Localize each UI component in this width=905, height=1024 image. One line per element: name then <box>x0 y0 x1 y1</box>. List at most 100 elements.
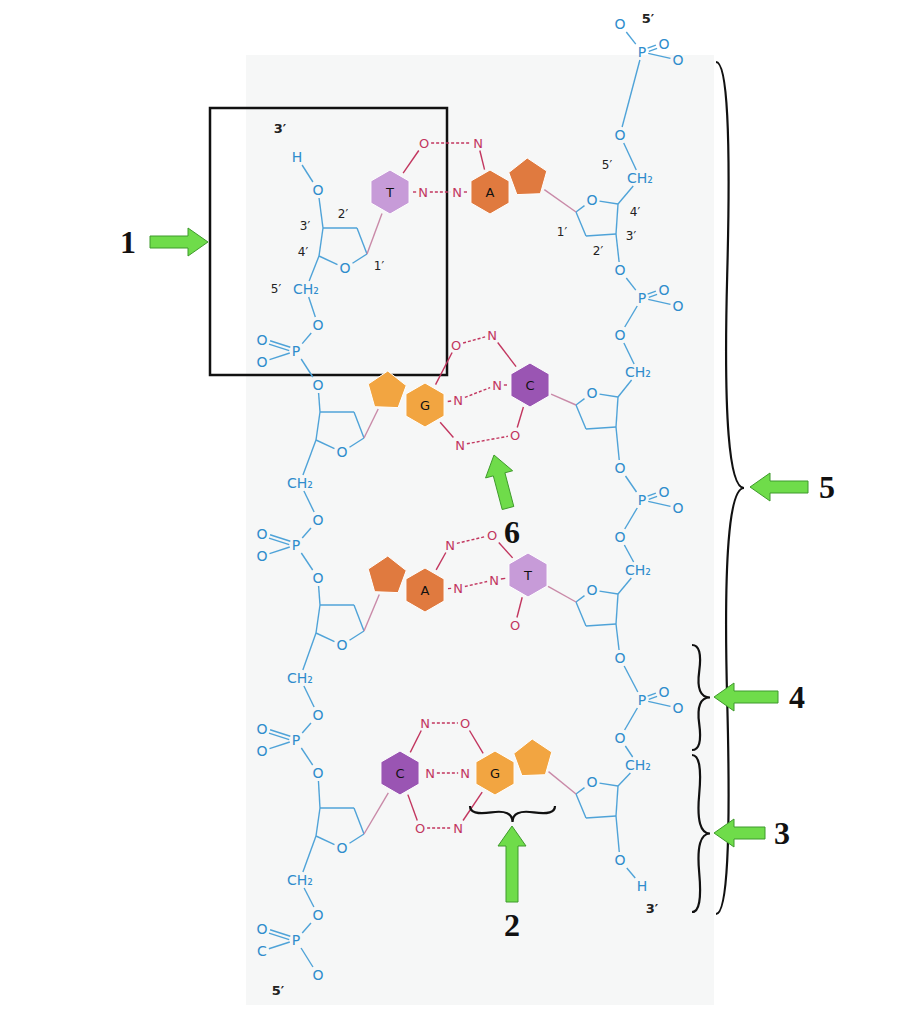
base-bond <box>403 151 419 174</box>
base-letter: C <box>395 767 404 780</box>
atom-label: O <box>672 53 683 67</box>
base-bond <box>436 553 446 570</box>
curly-bracket <box>716 62 744 914</box>
callout-number: 5 <box>819 471 835 503</box>
sugar-ring <box>576 399 584 405</box>
atom-label: O <box>614 263 625 277</box>
base-bond <box>464 191 467 192</box>
glycosidic-bond <box>364 409 378 438</box>
backbone-bond <box>626 32 635 44</box>
carbon-number: 3′ <box>300 220 310 232</box>
atom-label: O <box>336 445 347 459</box>
base-atom: O <box>419 137 429 150</box>
backbone-bond <box>301 553 312 570</box>
pentagon-ring <box>368 371 406 408</box>
base-bond <box>436 353 453 385</box>
glycosidic-bond <box>551 394 576 405</box>
atom-label: O <box>312 318 323 332</box>
base-bond <box>440 422 453 437</box>
hydrogen-bond <box>467 436 508 443</box>
atom-label: O <box>336 638 347 652</box>
atom-label: CH₂ <box>287 476 313 490</box>
base-atom: O <box>415 822 425 835</box>
carbon-number: 2′ <box>593 245 603 257</box>
atom-label: CH₂ <box>287 671 313 685</box>
base-atom: O <box>451 339 461 352</box>
sugar-ring <box>600 783 618 786</box>
backbone-bond <box>309 256 319 281</box>
sugar-ring <box>350 834 364 843</box>
base-atom: N <box>492 379 502 392</box>
base-ring: C <box>378 751 422 795</box>
carbon-number: 4′ <box>630 206 640 218</box>
hydrogen-bond <box>432 722 458 723</box>
base-ring: C <box>508 363 552 407</box>
atom-label: P <box>292 538 300 552</box>
backbone-bond <box>616 234 619 262</box>
base-letter: G <box>420 399 430 412</box>
atom-label: P <box>292 933 300 947</box>
atom-label: O <box>658 283 669 297</box>
sugar-ring <box>316 633 334 642</box>
sugar-ring <box>586 816 616 818</box>
glycosidic-bond <box>364 594 379 631</box>
sugar-ring <box>600 201 618 204</box>
backbone-bond <box>624 143 637 170</box>
double-bond <box>649 48 657 51</box>
hexagon-ring <box>381 751 419 795</box>
sugar-ring <box>319 228 323 256</box>
backbone-bond <box>301 748 312 765</box>
sugar-ring <box>586 624 616 626</box>
backbone-bond <box>302 528 311 538</box>
base-bond <box>463 792 482 820</box>
base-letter: T <box>524 569 532 582</box>
phosphate-bond <box>648 299 670 304</box>
backbone-bond <box>319 393 320 412</box>
hydrogen-bond <box>431 142 471 143</box>
callout-arrow <box>486 455 514 510</box>
carbon-number: 2′ <box>338 208 348 220</box>
atom-label: O <box>658 37 669 51</box>
hexagon-ring <box>406 383 444 427</box>
atom-label: CH₂ <box>625 758 651 772</box>
atom-label: O <box>312 571 323 585</box>
base-bond <box>504 384 507 385</box>
sugar-ring <box>350 438 364 447</box>
base-atom: N <box>452 186 462 199</box>
double-bond <box>648 493 656 496</box>
base-atom: N <box>460 767 470 780</box>
atom-label: O <box>256 527 267 541</box>
atom-label: P <box>638 493 646 507</box>
hexagon-ring <box>406 568 444 612</box>
backbone-bond <box>626 476 637 492</box>
phosphate-bond <box>648 501 670 506</box>
sugar-ring <box>354 412 364 438</box>
base-bond <box>517 407 523 427</box>
backbone-bond <box>302 923 311 933</box>
backbone-bond <box>625 708 638 730</box>
backbone-bond <box>304 686 314 707</box>
base-atom: O <box>510 429 520 442</box>
base-bond <box>470 731 484 754</box>
sugar-ring <box>616 594 618 624</box>
backbone-bond <box>309 297 316 317</box>
double-bond <box>649 294 657 297</box>
base-bond <box>501 578 505 580</box>
double-bond <box>270 341 290 348</box>
sugar-ring <box>350 631 364 640</box>
glycosidic-bond <box>367 214 382 254</box>
base-bond <box>480 151 485 170</box>
backbone-bond <box>301 948 313 967</box>
atom-label: O <box>614 651 625 665</box>
double-bond <box>269 344 289 351</box>
carbon-number: 4′ <box>298 246 308 258</box>
atom-label: O <box>312 708 323 722</box>
box-outline <box>210 108 447 375</box>
hydrogen-bond <box>427 827 451 828</box>
sugar-ring <box>600 394 618 397</box>
double-bond <box>269 933 289 940</box>
pentagon-ring <box>509 158 547 195</box>
callout-arrow <box>498 826 526 902</box>
phosphate-bond <box>648 701 670 706</box>
